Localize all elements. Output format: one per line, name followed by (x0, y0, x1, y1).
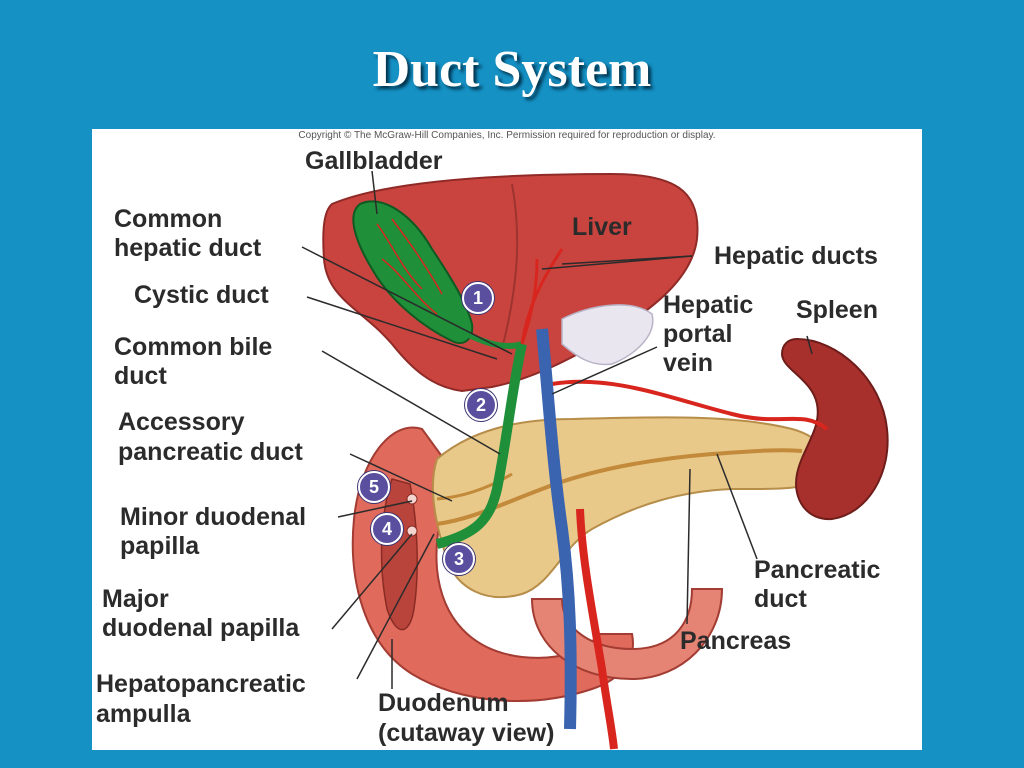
pancreas-shape (431, 416, 832, 599)
marker-2: 2 (465, 389, 497, 421)
common-bile-duct-shape (435, 342, 527, 549)
cystic-duct-shape (465, 331, 523, 349)
label-hepatopancreatic-ampulla-line2: ampulla (96, 700, 191, 728)
label-common-bile-duct-line1: Common bile (114, 333, 273, 361)
ligament-shape (561, 304, 654, 366)
label-common-hepatic-duct-line1: Common (114, 205, 223, 233)
gallbladder-shape (352, 200, 474, 344)
copyright-notice: Copyright © The McGraw-Hill Companies, I… (298, 130, 716, 141)
label-pancreas: Pancreas (680, 627, 792, 655)
label-hepatopancreatic-ampulla-line1: Hepatopancreatic (96, 670, 306, 698)
label-minor-duodenal-papilla-line1: Minor duodenal (120, 503, 307, 531)
label-pancreatic-duct-line2: duct (754, 585, 807, 613)
leader-lines (301, 170, 813, 689)
label-gallbladder: Gallbladder (305, 147, 443, 175)
liver-fold (501, 183, 519, 350)
label-hepatic-portal-vein-line1: Hepatic (663, 291, 754, 319)
splenic-artery (551, 379, 829, 431)
marker-1: 1 (462, 282, 494, 314)
label-duodenum-line1: Duodenum (378, 689, 509, 717)
anatomy-illustration (301, 170, 889, 750)
label-common-hepatic-duct-line2: hepatic duct (114, 234, 262, 262)
label-liver: Liver (572, 213, 632, 241)
label-duodenum-line2: (cutaway view) (378, 719, 555, 747)
label-minor-duodenal-papilla-line2: papilla (120, 532, 200, 560)
label-accessory-pancreatic-duct-line1: Accessory (118, 408, 245, 436)
artery-shape (576, 508, 618, 750)
label-cystic-duct: Cystic duct (134, 281, 269, 309)
label-major-duodenal-papilla-line1: Major (102, 585, 169, 613)
spleen-shape (780, 337, 889, 521)
label-common-bile-duct-line2: duct (114, 362, 167, 390)
marker-3: 3 (443, 543, 475, 575)
label-major-duodenal-papilla-line2: duodenal papilla (102, 614, 300, 642)
label-pancreatic-duct-line1: Pancreatic (754, 556, 881, 584)
accessory-duct-shape (436, 472, 513, 501)
marker-5: 5 (358, 471, 390, 503)
duodenum-shape (351, 426, 634, 702)
portal-vein-shape (536, 328, 577, 730)
hepatic-ducts-shape (520, 248, 564, 345)
label-spleen: Spleen (796, 296, 878, 324)
slide-title: Duct System (372, 41, 652, 98)
gallbladder-vessels (376, 218, 443, 315)
anatomy-figure: Copyright © The McGraw-Hill Companies, I… (92, 129, 922, 750)
label-hepatic-ducts: Hepatic ducts (714, 242, 878, 270)
label-accessory-pancreatic-duct-line2: pancreatic duct (118, 438, 303, 466)
marker-4: 4 (371, 513, 403, 545)
label-hepatic-portal-vein-line3: vein (663, 349, 714, 377)
label-hepatic-portal-vein-line2: portal (663, 320, 733, 348)
major-papilla-shape (406, 525, 418, 537)
